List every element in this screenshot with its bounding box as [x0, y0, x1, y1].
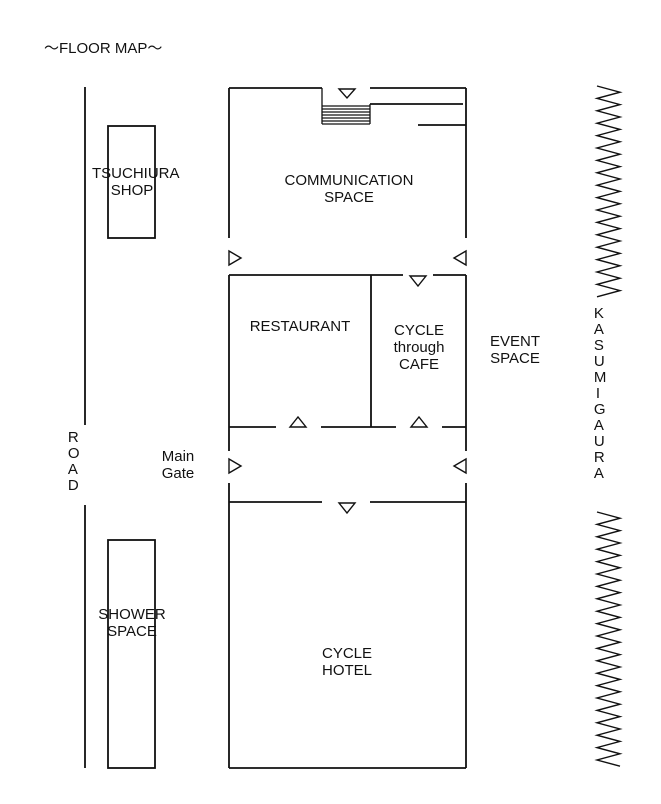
entrance-arrow-cafe-top [408, 275, 428, 288]
shower-space-outline [107, 539, 156, 769]
entrance-arrow-restaurant [288, 415, 308, 428]
tsuchiura-shop-label: TSUCHIURA SHOP [92, 165, 180, 199]
kasumigaura-shoreline-lower [594, 511, 623, 767]
event-space-label: EVENT SPACE [489, 333, 540, 367]
road-label: ROAD [62, 430, 82, 494]
entrance-arrow-communication-right [452, 249, 467, 267]
kasumigaura-shoreline-upper [594, 85, 623, 298]
restaurant-label: RESTAURANT [249, 318, 351, 335]
kasumigaura-label-text: KASUMIGAURA [593, 305, 607, 482]
road-label-text: ROAD [67, 429, 80, 494]
kasumigaura-label: KASUMIGAURA [588, 306, 608, 482]
cycle-through-cafe-label: CYCLE through CAFE [393, 322, 445, 373]
tsuchiura-shop-outline [107, 125, 156, 239]
entrance-arrow-gate-right [452, 457, 467, 475]
entrance-arrow-cafe-bottom [409, 415, 429, 428]
staircase [321, 88, 371, 125]
communication-space-label: COMMUNICATION SPACE [284, 172, 414, 206]
entrance-arrow-communication-left [228, 249, 243, 267]
cycle-hotel-label: CYCLE HOTEL [321, 645, 373, 679]
shower-space-label: SHOWER SPACE [98, 606, 166, 640]
main-gate-label: Main Gate [161, 448, 195, 482]
entrance-arrow-top [337, 88, 357, 100]
entrance-arrow-hotel [337, 502, 357, 515]
map-title: ～FLOOR MAP～ [44, 40, 163, 57]
entrance-arrow-gate-left [228, 457, 243, 475]
